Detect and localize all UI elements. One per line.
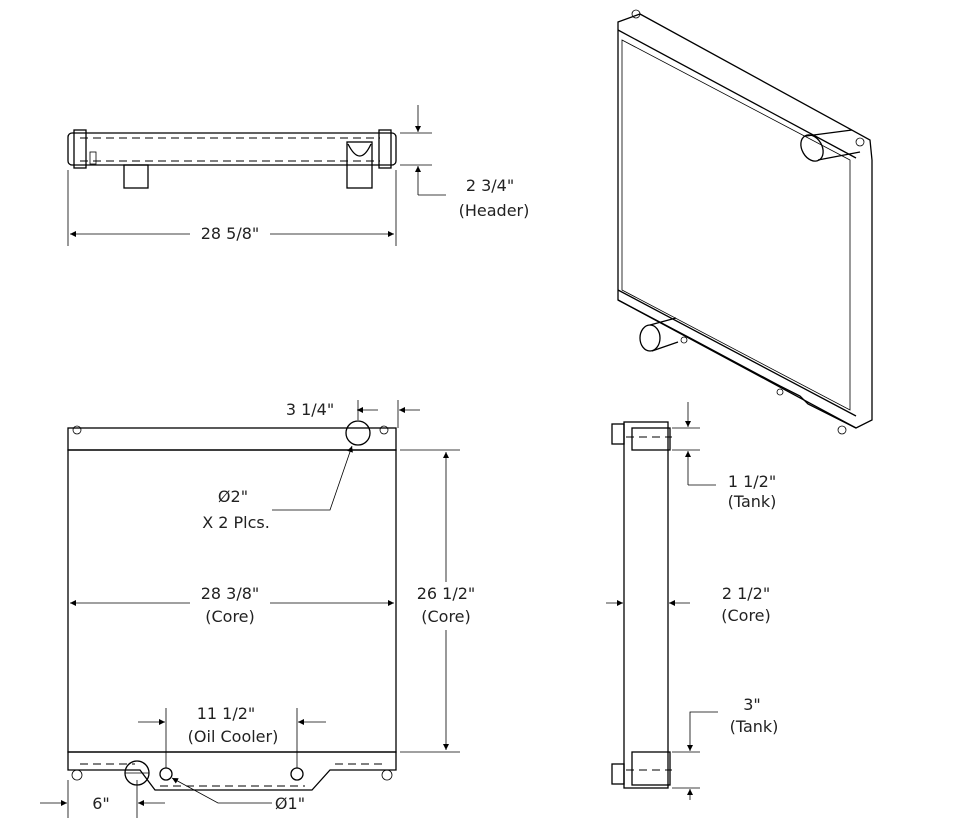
inlet-quantity: X 2 Plcs. [202,513,270,532]
header-height-dim: 2 3/4" [465,176,515,195]
core-height-dim: 26 1/2" [416,584,476,603]
oil-cooler-diameter-dim: Ø1" [275,796,305,812]
outlet-offset-dim: 6" [92,794,110,813]
diameter-symbol: Ø [217,487,231,506]
bottom-tank-label: (Tank) [729,717,779,736]
oil-cooler-diameter-value: 1" [287,794,306,813]
core-depth-dim: 2 1/2" [721,584,771,603]
inlet-diameter-dim: Ø2" [218,489,248,505]
isometric-view [617,9,873,435]
core-height-label: (Core) [421,607,471,626]
oil-cooler-spacing-dim: 11 1/2" [196,704,256,723]
core-width-dim: 28 3/8" [200,584,260,603]
oil-cooler-label: (Oil Cooler) [187,727,279,746]
diameter-symbol: Ø [274,794,288,813]
front-view [40,400,460,818]
inlet-diameter-value: 2" [230,487,249,506]
side-view [606,402,718,800]
top-tank-label: (Tank) [727,492,777,511]
drain-cock-icon [89,151,97,165]
top-tank-dim: 1 1/2" [727,472,777,491]
inlet-offset-dim: 3 1/4" [285,400,335,419]
bottom-tank-dim: 3" [743,695,761,714]
core-depth-label: (Core) [721,606,771,625]
header-height-label: (Header) [458,201,530,220]
core-width-label: (Core) [205,607,255,626]
top-view [67,105,446,246]
overall-width-dim: 28 5/8" [200,224,260,243]
